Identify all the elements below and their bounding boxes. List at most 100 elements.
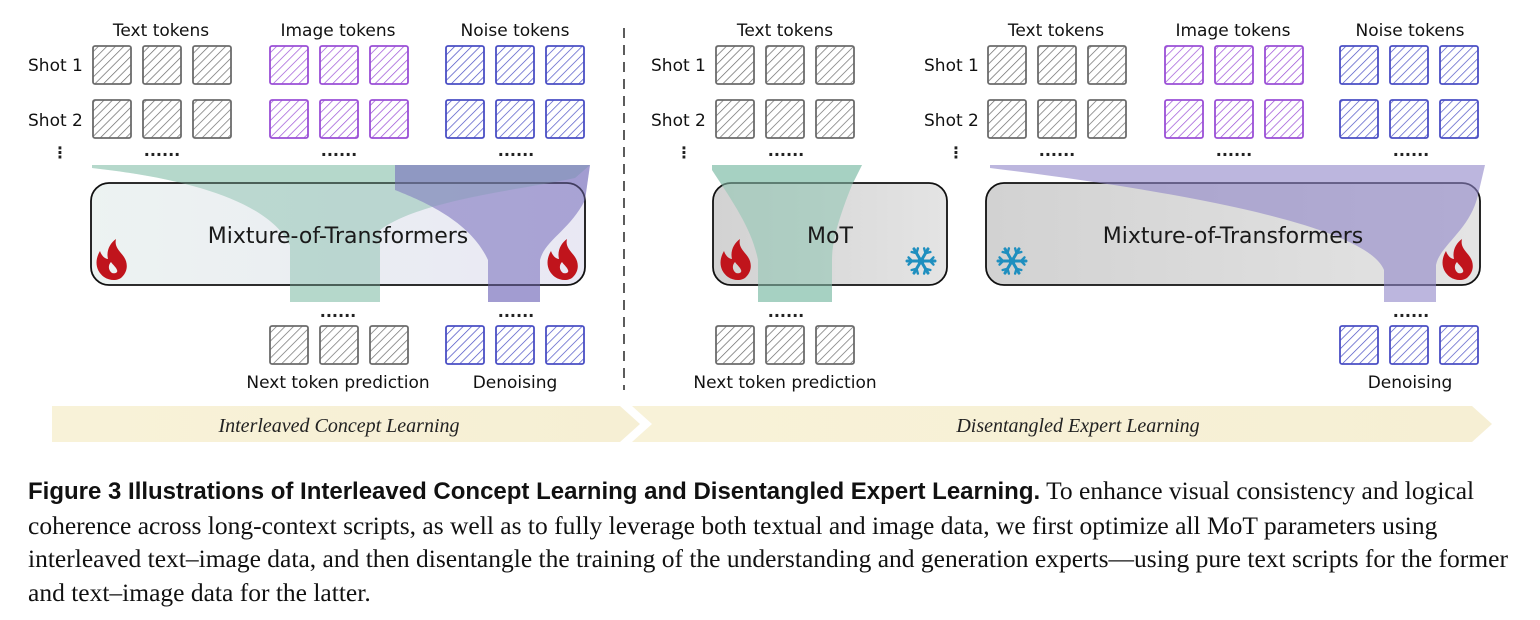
text-token [815, 45, 855, 85]
image-token [1164, 99, 1204, 139]
right-shot1-label: Shot 1 [924, 56, 979, 76]
right-noise-flow [990, 165, 1485, 302]
text-token [765, 99, 805, 139]
noise-token [495, 325, 535, 365]
noise-token [545, 325, 585, 365]
text-token [715, 99, 755, 139]
caption-body: To enhance visual consistency and logica… [28, 476, 1508, 607]
text-token [715, 325, 755, 365]
left-image-tokens-label: Image tokens [280, 21, 395, 41]
mot-shot2-label: Shot 2 [651, 111, 706, 131]
text-token [815, 325, 855, 365]
left-text-tokens-label: Text tokens [112, 21, 209, 41]
right-out-dots: ...... [1393, 302, 1429, 321]
right-noise-dots: ...... [1393, 141, 1429, 160]
left-out-text-dots: ...... [320, 302, 356, 321]
small-model-label: MoT [807, 224, 853, 249]
left-shot1-label: Shot 1 [28, 56, 83, 76]
snowflake-icon [905, 247, 937, 275]
mot-text-dots: ...... [768, 141, 804, 160]
right-vdots: ⋮ [948, 143, 964, 162]
left-denoising-label: Denoising [473, 373, 558, 393]
left-token-grid [92, 45, 585, 365]
noise-token [545, 99, 585, 139]
text-token [319, 325, 359, 365]
noise-token [1439, 45, 1479, 85]
figure-diagram: Mixture-of-Transformers Text tokens Imag… [28, 21, 1492, 442]
image-token [369, 45, 409, 85]
left-phase-label: Interleaved Concept Learning [217, 415, 459, 437]
text-token [192, 99, 232, 139]
fire-icon [720, 239, 751, 280]
noise-token [445, 325, 485, 365]
left-image-dots: ...... [321, 141, 357, 160]
text-token [765, 45, 805, 85]
mot-shot1-label: Shot 1 [651, 56, 706, 76]
image-token [1214, 45, 1254, 85]
image-token [1264, 99, 1304, 139]
text-token [987, 99, 1027, 139]
left-text-dots: ...... [144, 141, 180, 160]
noise-token [1439, 99, 1479, 139]
right-image-dots: ...... [1216, 141, 1252, 160]
noise-token [1389, 325, 1429, 365]
right-shot2-label: Shot 2 [924, 111, 979, 131]
noise-token [1389, 99, 1429, 139]
image-token [269, 99, 309, 139]
text-token [815, 99, 855, 139]
mot-text-tokens-label: Text tokens [736, 21, 833, 41]
left-noise-dots: ...... [498, 141, 534, 160]
text-token [269, 325, 309, 365]
text-token [715, 45, 755, 85]
noise-token [495, 99, 535, 139]
text-token [1087, 45, 1127, 85]
phase-band-right [632, 406, 1492, 442]
phase-band-left [52, 406, 640, 442]
right-model-label: Mixture-of-Transformers [1103, 224, 1364, 249]
snowflake-icon [996, 247, 1028, 275]
mot-vdots: ⋮ [676, 143, 692, 162]
fire-icon [547, 239, 578, 280]
image-token [1214, 99, 1254, 139]
right-denoising-label: Denoising [1368, 373, 1453, 393]
left-next-token-label: Next token prediction [246, 373, 429, 393]
image-token [319, 45, 359, 85]
noise-token [445, 99, 485, 139]
text-token [1037, 99, 1077, 139]
image-token [269, 45, 309, 85]
text-token [987, 45, 1027, 85]
right-token-grid [715, 45, 1479, 365]
left-out-noise-dots: ...... [498, 302, 534, 321]
left-shot2-label: Shot 2 [28, 111, 83, 131]
caption-title: Figure 3 Illustrations of Interleaved Co… [28, 478, 1041, 505]
left-vdots: ⋮ [52, 143, 68, 162]
left-noise-tokens-label: Noise tokens [461, 21, 570, 41]
noise-token [1339, 99, 1379, 139]
left-mot-box [90, 182, 586, 286]
right-next-token-label: Next token prediction [693, 373, 876, 393]
image-token [1264, 45, 1304, 85]
fire-icon [1442, 239, 1473, 280]
noise-token [1439, 325, 1479, 365]
text-token [765, 325, 805, 365]
right-image-tokens-label: Image tokens [1175, 21, 1290, 41]
right-noise-tokens-label: Noise tokens [1356, 21, 1465, 41]
figure-caption: Figure 3 Illustrations of Interleaved Co… [28, 474, 1518, 609]
text-token [1037, 45, 1077, 85]
mot-out-dots: ...... [768, 302, 804, 321]
noise-token [1389, 45, 1429, 85]
right-text-dots: ...... [1039, 141, 1075, 160]
text-token [1087, 99, 1127, 139]
text-token [192, 45, 232, 85]
text-token [142, 45, 182, 85]
image-token [319, 99, 359, 139]
right-text-tokens-label: Text tokens [1007, 21, 1104, 41]
noise-token [545, 45, 585, 85]
text-token [92, 45, 132, 85]
right-phase-label: Disentangled Expert Learning [955, 415, 1199, 437]
noise-token [1339, 45, 1379, 85]
text-token [142, 99, 182, 139]
noise-token [445, 45, 485, 85]
noise-token [1339, 325, 1379, 365]
noise-token [495, 45, 535, 85]
